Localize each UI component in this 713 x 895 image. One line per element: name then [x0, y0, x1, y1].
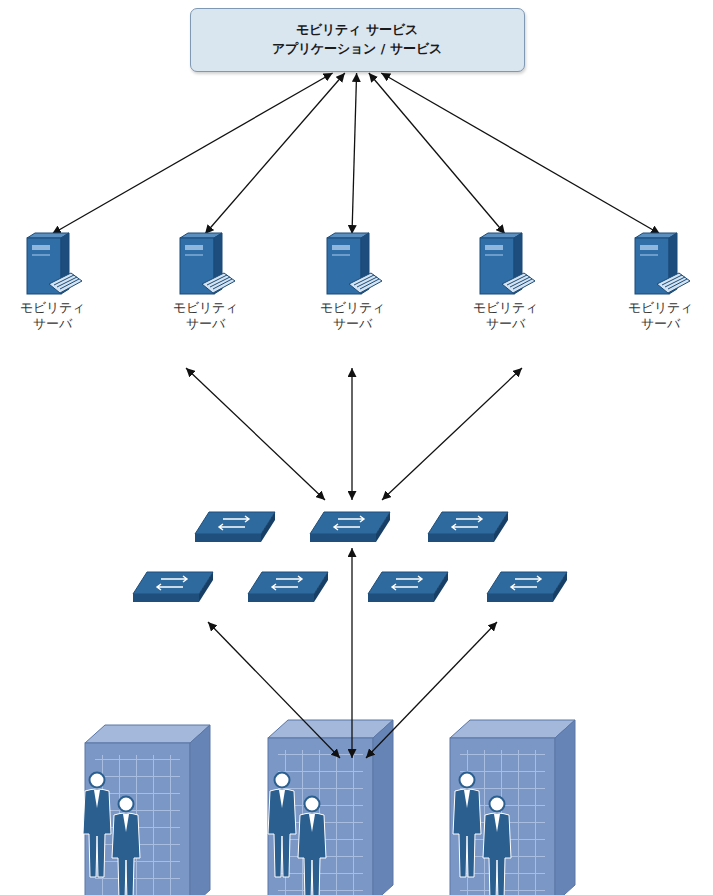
node-label: モビリティ サービス アプリケーション / サービス [257, 21, 457, 59]
switch-icon [310, 512, 390, 542]
server-icon-part [485, 245, 503, 250]
server-icon [172, 232, 238, 298]
switch-icon [133, 572, 213, 602]
server-icon-part [502, 273, 535, 293]
switch-icon [487, 572, 567, 602]
person-icon [298, 797, 326, 895]
person-icon [268, 773, 296, 878]
network-arrow [186, 368, 325, 500]
network-arrow [382, 368, 522, 500]
person-icon [83, 773, 111, 878]
network-arrow [351, 368, 352, 500]
switch-icon [195, 512, 275, 542]
node-label: モビリティ サーバ [465, 300, 545, 331]
person-icon [483, 797, 511, 895]
server-node: モビリティ サーバ [460, 232, 550, 331]
server-icon-part [640, 245, 658, 250]
server-icon-part [54, 275, 79, 289]
server-icon-part [354, 275, 379, 289]
switch-icon [368, 572, 448, 602]
person-icon [453, 773, 481, 878]
server-icon-part [185, 245, 203, 250]
server-icon-part [507, 275, 532, 289]
server-icon [627, 232, 693, 298]
server-icon-part [49, 273, 82, 293]
server-icon [319, 232, 385, 298]
switch-icon [428, 512, 508, 542]
server-icon-part [640, 254, 658, 256]
server-icon-part [662, 275, 687, 289]
service-box: モビリティ サービス アプリケーション / サービス [190, 8, 525, 72]
server-icon-part [332, 254, 350, 256]
server-icon-part [485, 254, 503, 256]
switch-icon [248, 572, 328, 602]
server-icon-part [332, 245, 350, 250]
server-icon-part [657, 273, 690, 293]
server-node: モビリティ サーバ [307, 232, 397, 331]
network-arrow [351, 548, 352, 758]
server-icon-part [185, 254, 203, 256]
person-icon [112, 797, 140, 895]
network-arrow [208, 622, 340, 758]
server-node: モビリティ サーバ [7, 232, 97, 331]
server-icon-part [32, 254, 50, 256]
node-label: モビリティ サーバ [165, 300, 245, 331]
node-label: モビリティ サーバ [620, 300, 700, 331]
server-icon [472, 232, 538, 298]
node-label: モビリティ サーバ [12, 300, 92, 331]
node-label: モビリティ サーバ [312, 300, 392, 331]
server-icon-part [349, 273, 382, 293]
server-icon-part [32, 245, 50, 250]
building-icon [268, 720, 393, 895]
building-icon [450, 720, 575, 895]
switch-group [133, 512, 567, 602]
network-arrow [366, 622, 497, 758]
server-icon-part [202, 273, 235, 293]
connector-arrow [205, 73, 345, 234]
connector-arrow [369, 73, 505, 234]
connector-arrow [352, 73, 357, 234]
server-icon-part [207, 275, 232, 289]
connector-arrow [381, 73, 660, 234]
network-arrows [186, 368, 522, 758]
connector-arrow [52, 73, 333, 234]
server-icon [19, 232, 85, 298]
server-node: モビリティ サーバ [615, 232, 705, 331]
server-node: モビリティ サーバ [160, 232, 250, 331]
